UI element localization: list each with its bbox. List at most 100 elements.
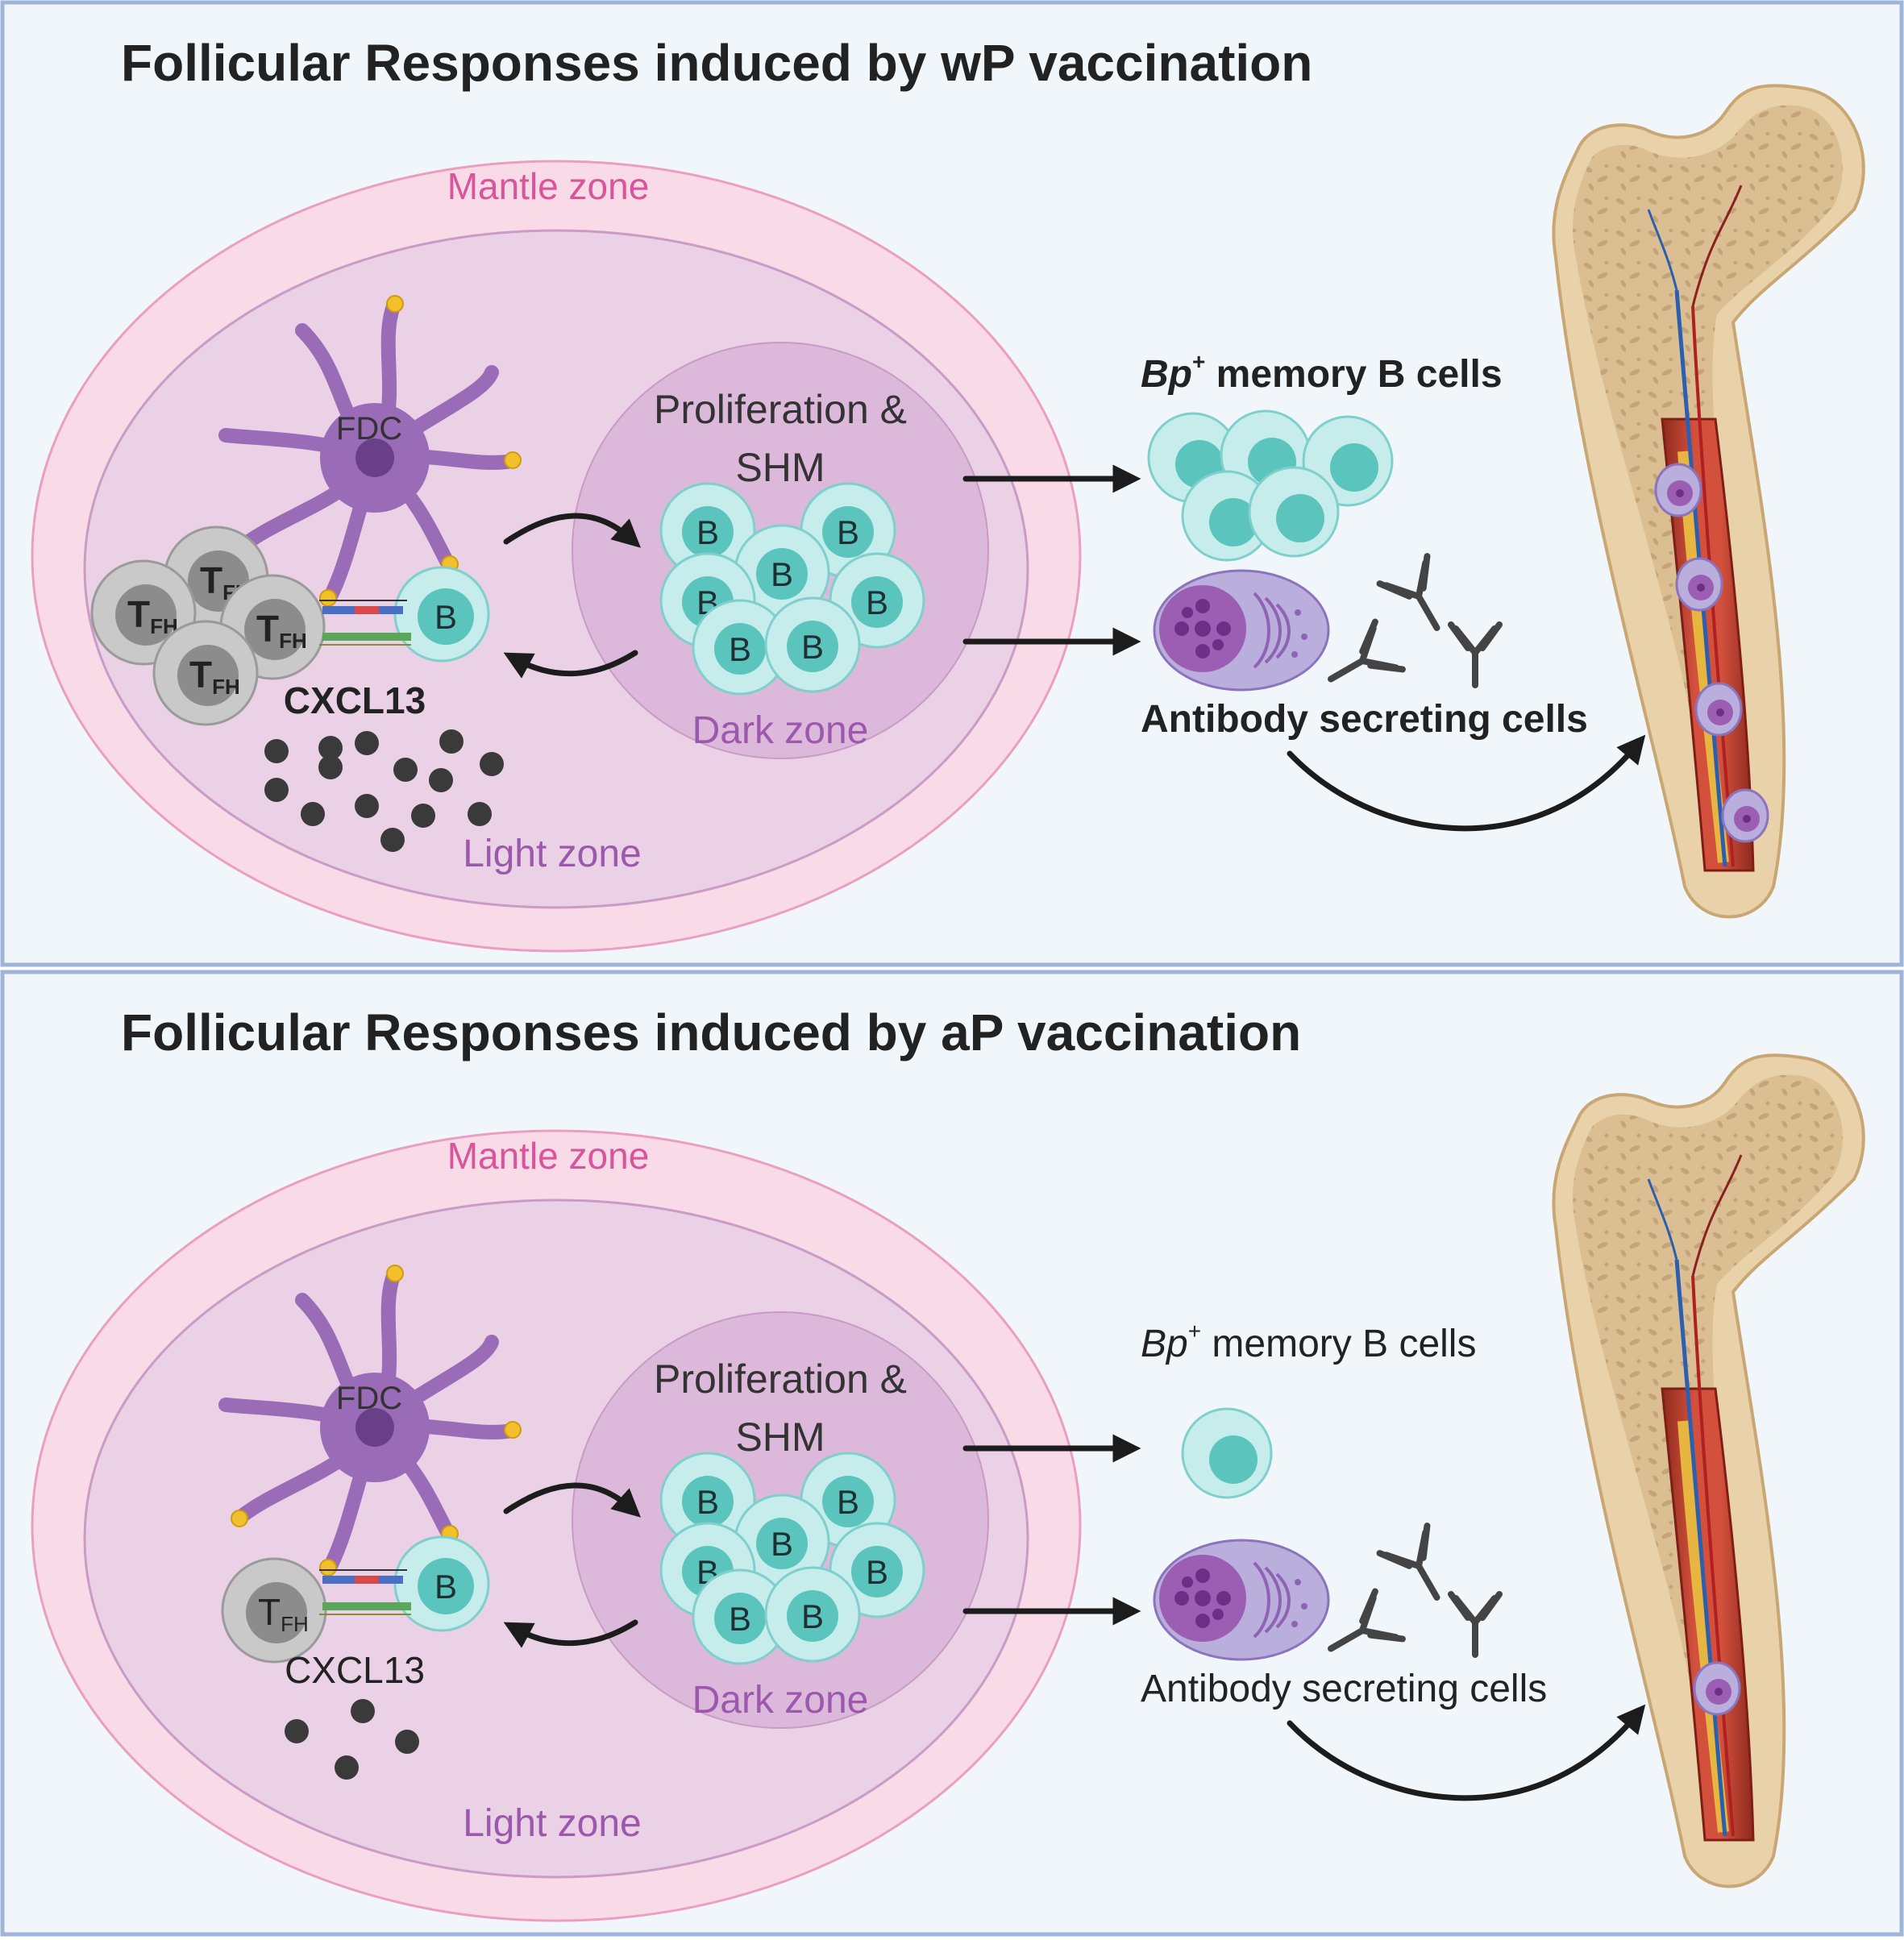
light-zone-b-cell: B [393,566,490,663]
memory-b-cell [1248,466,1340,558]
b-cell-label: B [729,1600,751,1638]
bone-plasma-cell [1654,463,1702,517]
fdc-label: FDC [336,1381,402,1416]
memory-b-cells [1181,1407,1273,1499]
b-cell: B [764,1566,861,1663]
light-zone-label: Light zone [463,1802,642,1845]
cxcl13-dot [429,768,453,792]
cxcl13-dot [335,1755,359,1780]
cxcl13-dot [439,729,464,754]
b-cell-label: B [801,1597,824,1635]
bone-marrow-plasma-cells [1693,1661,1741,1716]
tfh-label: TFH [189,654,240,699]
cxcl13-dot [351,1699,375,1723]
cycle-arrow-to-dark-zone [503,513,641,548]
cxcl13-label: CXCL13 [285,1649,425,1691]
b-cell-label: B [729,630,751,668]
b-cell: B [659,1452,756,1548]
cxcl13-dot [318,736,343,760]
femur-bone [1552,84,1865,919]
femur-bone [1552,1053,1865,1888]
tfh-label: TFH [258,1591,309,1636]
b-cell-label: B [771,1525,793,1563]
panel-title: Follicular Responses induced by wP vacci… [121,34,1312,92]
cxcl13-dot [264,778,289,802]
tfh-cluster: TFH [221,1557,327,1664]
b-cell-label: B [434,1568,457,1606]
b-cell-label: B [801,628,824,666]
cxcl13-dot [318,755,343,779]
cxcl13-dot [468,802,492,826]
receptor-interaction [319,600,411,646]
bone-plasma-cell [1675,557,1723,612]
panel-2: Follicular Responses induced by aP vacci… [0,970,1904,1937]
fdc-cell: FDC [218,295,522,607]
memory-b-cells-label: Bp+ memory B cells [1141,349,1503,396]
arrow-to-bone-marrow [1287,734,1646,832]
cycle-arrow-to-dark-zone [503,1482,641,1518]
mantle-zone-label: Mantle zone [447,165,650,207]
memory-b-cells [1147,409,1394,562]
tfh-cell: TFH [221,1557,327,1664]
bone-marrow-plasma-cells [1654,463,1769,843]
tfh-cluster: TFHTFHTFHTFH [90,526,326,726]
b-cell: B [659,482,756,579]
b-cell-label: B [696,1483,719,1521]
b-cell: B [734,524,830,621]
b-cell-label: B [866,584,888,621]
b-cell: B [692,599,788,696]
cxcl13-dot [264,739,289,763]
cxcl13-dot [355,731,379,755]
mantle-zone-label: Mantle zone [447,1135,650,1177]
cxcl13-label: CXCL13 [284,679,426,721]
cxcl13-dot [393,758,418,782]
proliferation-label: Proliferation &SHM [654,1356,907,1460]
cxcl13-molecules [264,729,504,852]
cxcl13-dot [480,752,504,776]
light-zone-label: Light zone [463,833,642,875]
dark-zone-label: Dark zone [692,1679,869,1722]
cycle-arrow-to-light-zone [503,1619,638,1648]
tfh-cell: TFH [152,620,259,726]
b-cell-label: B [696,513,719,551]
panel-title: Follicular Responses induced by aP vacci… [121,1003,1301,1061]
bone-plasma-cell [1721,788,1769,843]
cxcl13-dot [301,802,325,826]
b-cell: B [692,1568,788,1665]
memory-b-cell [1181,1407,1273,1499]
antibodies [1328,553,1503,688]
cxcl13-dot [355,794,379,818]
panel-1: Follicular Responses induced by wP vacci… [0,0,1904,967]
tfh-label: TFH [256,608,307,653]
proliferation-label: Proliferation &SHM [654,387,907,490]
fdc-label: FDC [336,411,402,447]
cxcl13-dot [380,828,405,852]
cxcl13-dot [285,1719,309,1743]
arrow-to-bone-marrow [1287,1704,1646,1801]
b-cell: B [764,596,861,693]
memory-b-cells-label: Bp+ memory B cells [1141,1319,1476,1365]
bone-plasma-cell [1693,1661,1741,1716]
b-cell-label: B [837,513,859,551]
antibody-secreting-cells-label: Antibody secreting cells [1141,698,1588,741]
b-cell-label: B [866,1553,888,1591]
antibody-secreting-cell [1153,1539,1330,1661]
antibodies [1328,1523,1503,1658]
antibody-secreting-cell [1153,569,1330,692]
memory-b-cell [1181,470,1273,562]
tfh-label: TFH [127,593,178,638]
receptor-interaction [319,1569,411,1615]
b-cell: B [734,1493,830,1590]
b-cell-label: B [837,1483,859,1521]
b-cell-label: B [771,555,793,593]
bone-plasma-cell [1694,682,1743,737]
cxcl13-molecules [285,1699,419,1780]
light-zone-b-cell: B [393,1535,490,1632]
fdc-cell: FDC [218,1265,522,1577]
cxcl13-dot [395,1730,419,1754]
cycle-arrow-to-light-zone [503,650,638,679]
antibody-secreting-cells-label: Antibody secreting cells [1141,1668,1547,1710]
